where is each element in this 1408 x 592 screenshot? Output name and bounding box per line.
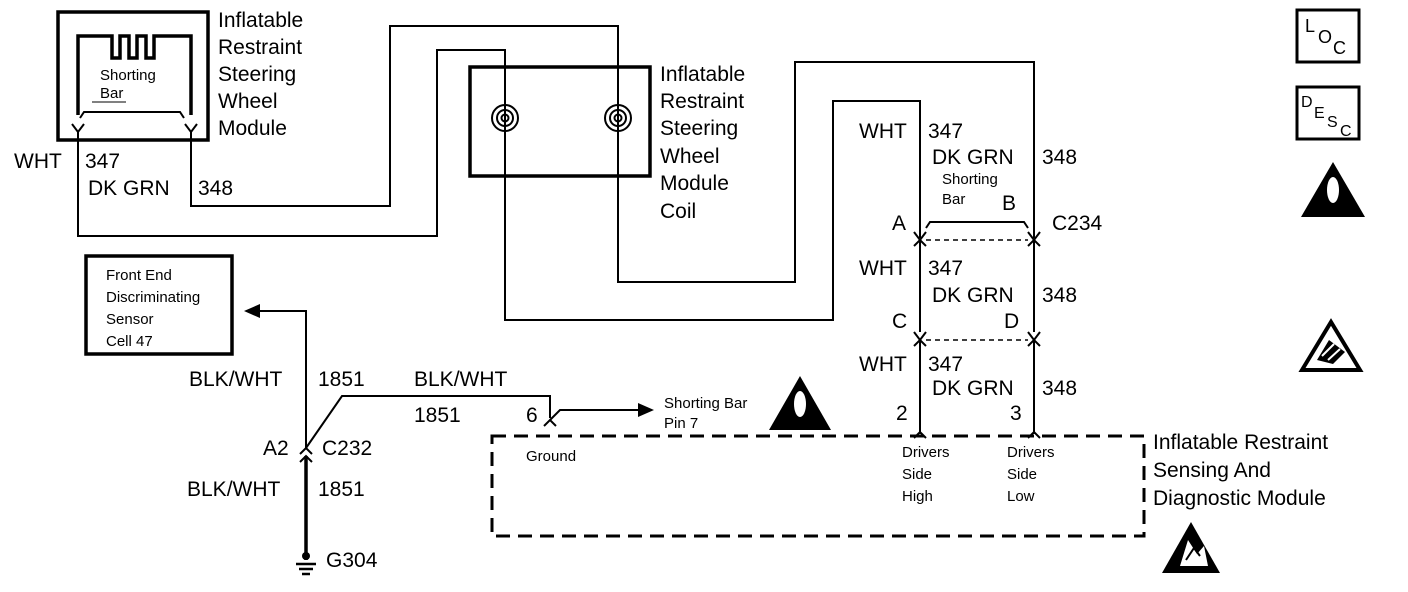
ground-symbol-icon (296, 552, 316, 576)
connector-c234: WHT 347 DK GRN 348 Shorting Bar A B C234… (859, 120, 1103, 439)
right-upper-circuit-1: 347 (928, 120, 963, 143)
front-end-sensor: Front End Discriminating Sensor Cell 47 (84, 254, 234, 356)
svg-text:D: D (1301, 94, 1313, 111)
left-wire-circuit-2: 348 (198, 177, 233, 200)
left-wire-circuit-1: 347 (85, 150, 120, 173)
caution-icon (769, 376, 831, 430)
sdm-low-label-1: Drivers (1007, 444, 1055, 461)
sdm-high-label-2: Side (902, 466, 932, 483)
c234-pin-c: C (892, 310, 907, 333)
sdm-box (490, 434, 1146, 538)
steering-module-title-3: Steering (218, 63, 296, 86)
service-manual-icon[interactable] (1298, 318, 1364, 372)
c234-pin-b: B (1002, 192, 1016, 215)
steering-wheel-module: Shorting Bar Inflatable Restraint Steeri… (56, 9, 303, 142)
sdm-high-label-3: High (902, 488, 933, 505)
module-shorting-label-2: Bar (100, 85, 123, 102)
front-sensor-label-1: Front End (106, 267, 172, 284)
steering-module-title-5: Module (218, 117, 287, 140)
svg-text:L: L (1305, 16, 1315, 36)
caution-icon[interactable] (1301, 162, 1365, 217)
left-wire-color-1: WHT (14, 150, 62, 173)
sdm-title-3: Diagnostic Module (1153, 487, 1326, 510)
ground-g304-label: G304 (326, 549, 378, 572)
sdm-ground-label: Ground (526, 448, 576, 465)
steering-module-title-4: Wheel (218, 90, 278, 113)
c234-shorting-label-1: Shorting (942, 171, 998, 188)
ground-circuit: BLK/WHT 1851 BLK/WHT 1851 6 A2 C232 BLK/… (187, 304, 747, 576)
wire-347-left (77, 49, 921, 321)
c234-shorting-bar (925, 221, 1029, 229)
coil-title-6: Coil (660, 200, 696, 223)
svg-text:O: O (1318, 27, 1332, 47)
sdm-title-1: Inflatable Restraint (1153, 431, 1328, 454)
svg-text:E: E (1314, 105, 1325, 122)
right-upper-color-2: DK GRN (932, 146, 1014, 169)
coil-spiral-icon (604, 104, 632, 132)
right-middle-color-1: WHT (859, 257, 907, 280)
right-lower-circuit-1: 347 (928, 353, 963, 376)
ground-upper-circuit: 1851 (318, 368, 365, 391)
front-sensor-box (84, 254, 234, 356)
right-upper-color-1: WHT (859, 120, 907, 143)
sdm-title-2: Sensing And (1153, 459, 1271, 482)
module-shorting-bar (79, 111, 185, 119)
ground-middle-circuit: 1851 (414, 404, 461, 427)
ground-upper-color: BLK/WHT (189, 368, 283, 391)
shorting-bar-note-1: Shorting Bar (664, 395, 747, 412)
sdm-pin-high: 2 (896, 402, 908, 425)
c234-pin-a: A (892, 212, 906, 235)
c232-pin-label: A2 (263, 437, 289, 460)
left-wire-color-2: DK GRN (88, 177, 170, 200)
c234-pin-d: D (1004, 310, 1019, 333)
c232-name: C232 (322, 437, 372, 460)
coil-title-4: Wheel (660, 145, 720, 168)
front-sensor-label-3: Sensor (106, 311, 154, 328)
sdm-low-label-3: Low (1007, 488, 1035, 505)
c234-name: C234 (1052, 212, 1103, 235)
module-shorting-label-1: Shorting (100, 67, 156, 84)
desc-icon[interactable]: D E S C (1295, 85, 1361, 141)
svg-text:C: C (1340, 123, 1352, 140)
shorting-bar-note-2: Pin 7 (664, 415, 698, 432)
svg-text:C: C (1333, 38, 1346, 58)
sdm-pin-low: 3 (1010, 402, 1022, 425)
ground-lower-circuit: 1851 (318, 478, 365, 501)
ground-middle-color: BLK/WHT (414, 368, 508, 391)
front-sensor-label-4: Cell 47 (106, 333, 153, 350)
right-lower-color-2: DK GRN (932, 377, 1014, 400)
wire-348-left (190, 25, 1035, 283)
steering-module-title-1: Inflatable (218, 9, 303, 32)
right-middle-circuit-1: 347 (928, 257, 963, 280)
esd-icon[interactable] (1162, 522, 1220, 573)
coil-box (468, 65, 652, 178)
right-middle-circuit-2: 348 (1042, 284, 1077, 307)
front-sensor-label-2: Discriminating (106, 289, 200, 306)
loc-icon[interactable]: L O C (1295, 8, 1361, 64)
coil-title-2: Restraint (660, 90, 744, 113)
right-lower-color-1: WHT (859, 353, 907, 376)
ground-lower-color: BLK/WHT (187, 478, 281, 501)
squib-element (76, 34, 193, 115)
steering-module-title-2: Restraint (218, 36, 302, 59)
steering-module-box (56, 10, 210, 142)
sensing-diagnostic-module: Ground Drivers Side High Drivers Side Lo… (490, 431, 1328, 538)
svg-text:S: S (1327, 114, 1338, 131)
coil-spiral-icon (491, 104, 519, 132)
coil-title-5: Module (660, 172, 729, 195)
sdm-high-label-1: Drivers (902, 444, 950, 461)
steering-module-coil: Inflatable Restraint Steering Wheel Modu… (468, 63, 745, 223)
coil-title-3: Steering (660, 117, 738, 140)
right-middle-color-2: DK GRN (932, 284, 1014, 307)
sdm-low-label-2: Side (1007, 466, 1037, 483)
c234-shorting-label-2: Bar (942, 191, 965, 208)
right-lower-circuit-2: 348 (1042, 377, 1077, 400)
ground-module-pin: 6 (526, 404, 538, 427)
coil-title-1: Inflatable (660, 63, 745, 86)
right-upper-circuit-2: 348 (1042, 146, 1077, 169)
